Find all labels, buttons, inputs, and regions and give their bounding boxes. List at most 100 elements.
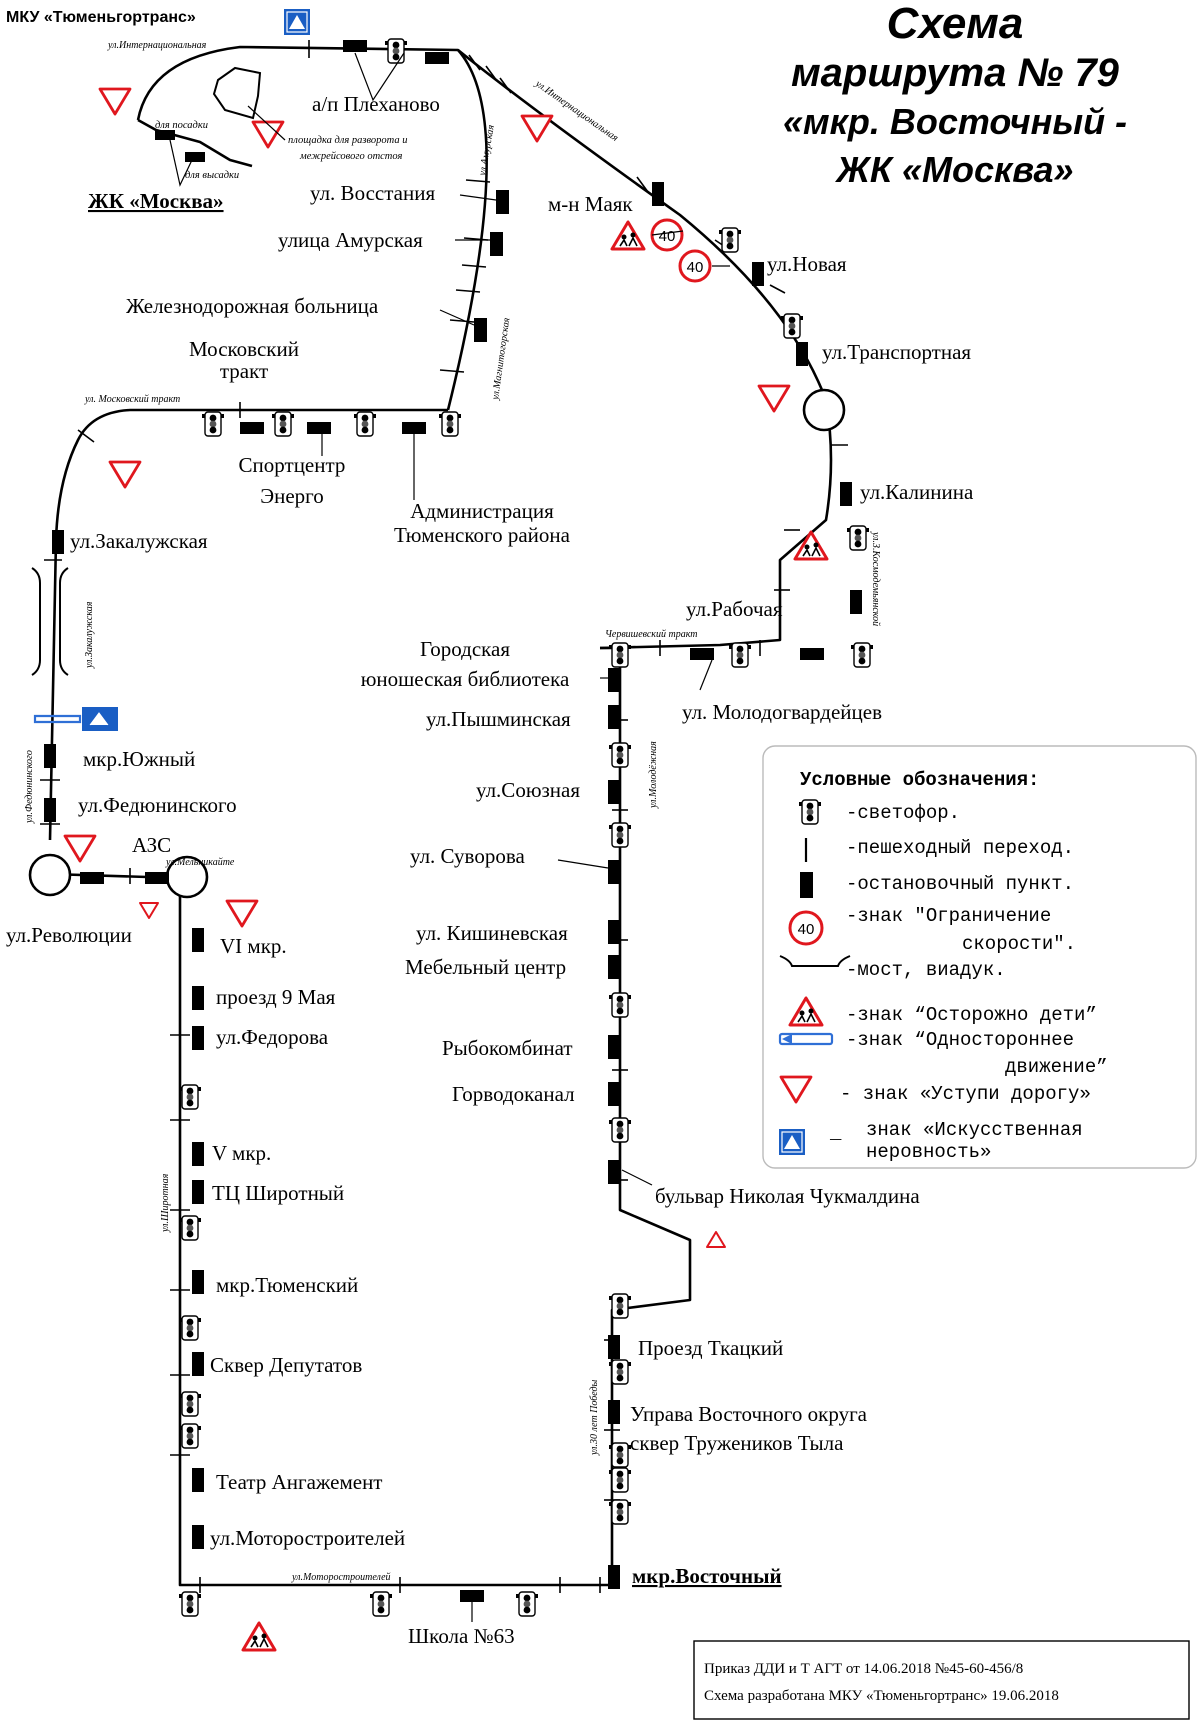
stop-label-azs: АЗС bbox=[132, 833, 171, 857]
legend: Условные обозначения: -светофор. -пешехо… bbox=[762, 745, 1197, 1169]
legend-speed-2: скорости". bbox=[962, 933, 1076, 955]
stop-label-amurskaya: улица Амурская bbox=[278, 228, 423, 252]
stop-label-suvorova: ул. Суворова bbox=[410, 844, 525, 868]
street-melnikayte: ул.Мельникайте bbox=[165, 857, 235, 868]
stop-marker-kishinevskaya bbox=[608, 920, 620, 944]
stop-label-novaya: ул.Новая bbox=[767, 252, 847, 276]
legend-bump-icon bbox=[779, 1129, 805, 1155]
stop-label-vosstaniya: ул. Восстания bbox=[310, 181, 435, 205]
legend-bridge: -мост, виадук. bbox=[846, 959, 1006, 981]
bridge-zakaluzhskaya bbox=[31, 567, 69, 676]
stop-label-rabochaya: ул.Рабочая bbox=[686, 597, 783, 621]
stop-marker-skver bbox=[192, 1352, 204, 1376]
stop-marker-9-maya bbox=[192, 986, 204, 1010]
stop-marker-novaya bbox=[752, 262, 764, 286]
street-internatsionalnaya-diag: ул.Интернациональная bbox=[532, 78, 620, 144]
bump-sign-icon bbox=[284, 9, 310, 35]
street-zakaluzhskaya: ул.Закалужская bbox=[84, 601, 95, 669]
stop-label-library-2: юношеская библиотека bbox=[361, 667, 570, 691]
stop-label-revolyutsii: ул.Революции bbox=[6, 923, 132, 947]
stop-marker-transportnaya bbox=[796, 342, 808, 366]
speed-limit-value-2: 40 bbox=[687, 259, 704, 276]
stop-marker-rybokombinat bbox=[608, 1035, 620, 1059]
stop-label-zhk-moskva: ЖК «Москва» bbox=[88, 189, 224, 213]
street-chervishevsky: Червишевский тракт bbox=[605, 629, 697, 640]
turnaround-area bbox=[155, 66, 262, 162]
stop-marker-admin bbox=[402, 422, 426, 434]
stop-marker-kalinina bbox=[840, 482, 852, 506]
legend-yield: - знак «Уступи дорогу» bbox=[840, 1083, 1091, 1105]
stop-label-v-mkr: V мкр. bbox=[212, 1141, 271, 1165]
stop-marker-yuzhny bbox=[44, 744, 56, 768]
stop-label-fedorova: ул.Федорова bbox=[216, 1025, 329, 1049]
stop-marker-mebelny bbox=[608, 955, 620, 979]
stop-marker-tyumensky bbox=[192, 1270, 204, 1294]
street-magnitogorskaya: ул.Магнитогорская bbox=[490, 317, 513, 402]
legend-stop: -остановочный пункт. bbox=[846, 873, 1074, 895]
route-number: маршрута № 79 bbox=[791, 51, 1120, 95]
stop-marker-skver-truzhenikov bbox=[608, 1400, 620, 1424]
stop-label-admin-1: Администрация bbox=[410, 499, 554, 523]
street-let-pobedy: ул.30 лет Победы bbox=[589, 1379, 600, 1456]
stop-marker-shkola bbox=[460, 1590, 484, 1602]
stop-marker-revolyutsii bbox=[80, 872, 104, 884]
stop-marker-plekhanovo-b bbox=[425, 52, 449, 64]
stop-label-zakaluzhskaya: ул.Закалужская bbox=[70, 529, 208, 553]
stop-label-kishinevskaya: ул. Кишиневская bbox=[416, 921, 568, 945]
stop-marker-soyuznaya bbox=[608, 780, 620, 804]
stop-label-plekhanovo: а/п Плеханово bbox=[312, 92, 440, 116]
stop-marker-motorostroiteley bbox=[192, 1525, 204, 1549]
stop-label-teatr: Театр Ангажемент bbox=[216, 1470, 382, 1494]
footer-note: Приказ ДДИ и Т АГТ от 14.06.2018 №45-60-… bbox=[693, 1640, 1190, 1720]
route-line bbox=[28, 45, 846, 1587]
street-kosmodemyanskoy: ул.З.Космодемьянской bbox=[870, 531, 881, 626]
stop-marker-sportcenter bbox=[307, 422, 331, 434]
stop-marker-vosstaniya bbox=[496, 190, 509, 214]
footer-line-2: Схема разработана МКУ «Тюменьгортранс» 1… bbox=[704, 1688, 1059, 1704]
stop-marker-gorvodokanal bbox=[608, 1082, 620, 1106]
stop-marker-rabochaya bbox=[800, 648, 824, 660]
route-terminus-a: «мкр. Восточный - bbox=[783, 101, 1127, 142]
stop-label-shkola-63: Школа №63 bbox=[408, 1624, 515, 1648]
legend-bump-dash: _ bbox=[829, 1122, 842, 1144]
note-turnaround-2: межрейсового отстоя bbox=[299, 151, 403, 162]
stop-label-vi-mkr: VI мкр. bbox=[220, 934, 287, 958]
route-terminus-b: ЖК «Москва» bbox=[834, 149, 1073, 190]
street-amurskaya: ул.Амурская bbox=[477, 124, 497, 178]
note-alighting: для высадки bbox=[185, 170, 239, 181]
stop-label-yuzhny: мкр.Южный bbox=[83, 747, 195, 771]
legend-crosswalk: -пешеходный переход. bbox=[846, 837, 1074, 859]
stop-label-mebelny: Мебельный центр bbox=[405, 955, 566, 979]
stop-marker-fedyuninskogo bbox=[44, 798, 56, 822]
stop-label-library-1: Городская bbox=[420, 637, 510, 661]
stop-marker-amurskaya bbox=[490, 232, 503, 256]
stop-marker-vi-mkr bbox=[192, 928, 204, 952]
stop-label-admin-2: Тюменского района bbox=[394, 523, 571, 547]
note-boarding: для посадки bbox=[155, 120, 208, 131]
stop-marker-tc-shirotny bbox=[192, 1180, 204, 1204]
stop-label-pyshminskaya: ул.Пышминская bbox=[426, 707, 571, 731]
stop-label-rybokombinat: Рыбокомбинат bbox=[442, 1036, 573, 1060]
stop-label-gorvodokanal: Горводоканал bbox=[452, 1082, 575, 1106]
stop-marker-molodogvardeytsev bbox=[690, 648, 714, 660]
stop-label-uprava: Управа Восточного округа bbox=[630, 1402, 868, 1426]
street-motorostroiteley: ул.Моторостроителей bbox=[291, 1572, 391, 1583]
stop-label-moskovsky-trakt-2: тракт bbox=[220, 359, 268, 383]
stop-label-zhd-hospital: Железнодорожная больница bbox=[126, 294, 379, 318]
stop-marker-kalinina-b bbox=[850, 590, 862, 614]
stop-label-tc-shirotny: ТЦ Широтный bbox=[212, 1181, 344, 1205]
stop-marker-suvorova bbox=[608, 860, 620, 884]
stop-label-soyuznaya: ул.Союзная bbox=[476, 778, 580, 802]
footer-line-1: Приказ ДДИ и Т АГТ от 14.06.2018 №45-60-… bbox=[704, 1661, 1023, 1677]
stop-label-molodogvardeytsev: ул. Молодогвардейцев bbox=[682, 700, 882, 724]
street-molodezhnaya: ул.Молодёжная bbox=[648, 741, 659, 809]
stop-label-mayak: м-н Маяк bbox=[548, 192, 633, 216]
stop-marker-fedorova bbox=[192, 1026, 204, 1050]
stop-label-fedyuninskogo: ул.Федюнинского bbox=[78, 793, 237, 817]
organization-name: МКУ «Тюменьгортранс» bbox=[6, 9, 196, 26]
stop-marker-teatr bbox=[192, 1468, 204, 1492]
legend-bump-2: неровность» bbox=[866, 1141, 991, 1163]
stop-label-moskovsky-trakt-1: Московский bbox=[189, 337, 299, 361]
stop-label-motorostroiteley: ул.Моторостроителей bbox=[210, 1526, 405, 1550]
